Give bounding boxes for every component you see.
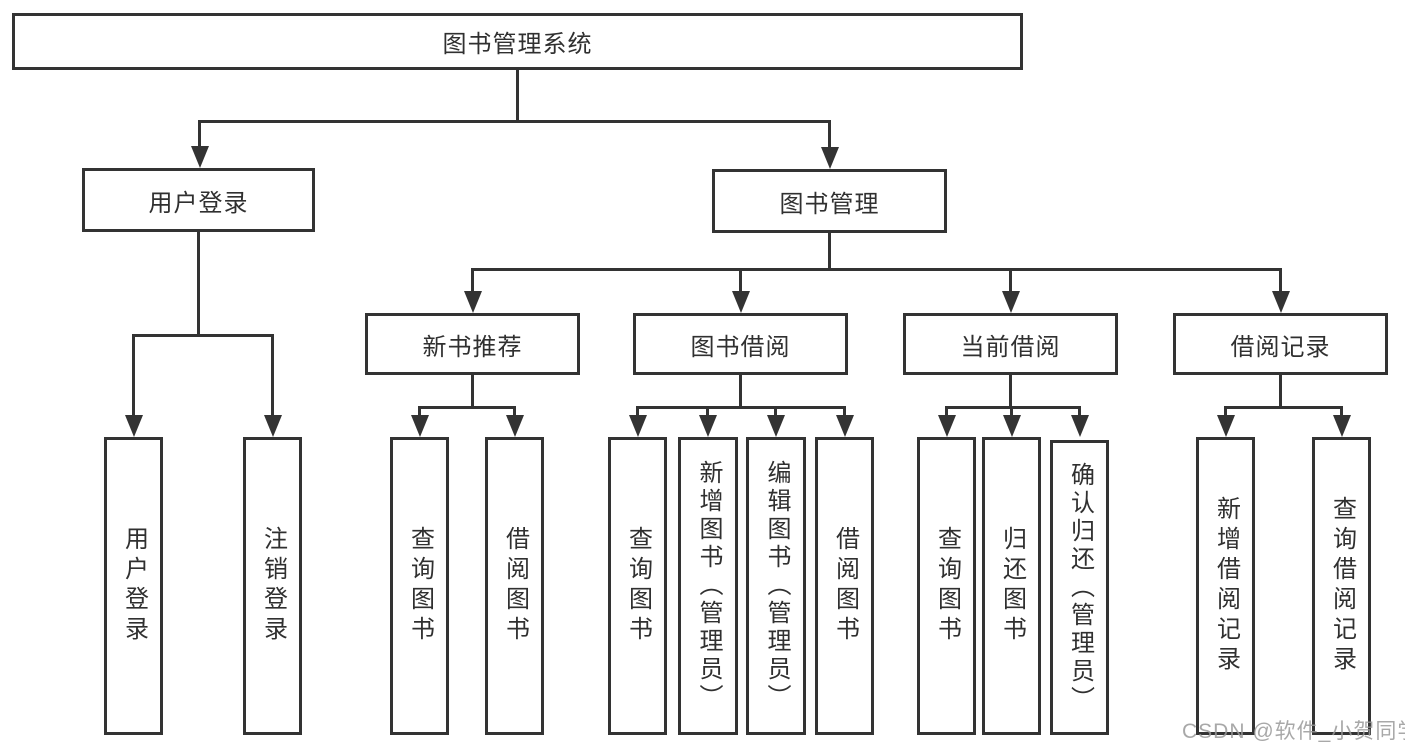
- arrow-down-icon: [629, 415, 647, 437]
- node-book-management: 图书管理: [712, 169, 947, 233]
- connector-line: [132, 334, 274, 337]
- node-label: 用户登录: [120, 526, 148, 646]
- node-library-system: 图书管理系统: [12, 13, 1023, 70]
- node-leaf-borrow-edit-book-admin: 编辑图书（管理员）: [746, 437, 806, 735]
- arrow-down-icon: [125, 415, 143, 437]
- arrow-down-icon: [1071, 415, 1089, 437]
- connector-line: [945, 406, 948, 417]
- arrow-down-icon: [464, 291, 482, 313]
- connector-line: [198, 120, 201, 148]
- connector-line: [1009, 375, 1012, 409]
- node-label: 借阅图书: [501, 526, 529, 646]
- node-label: 借阅图书: [831, 526, 859, 646]
- node-label: 编辑图书（管理员）: [763, 460, 790, 712]
- connector-line: [513, 406, 516, 417]
- node-label: 查询图书: [406, 526, 434, 646]
- connector-line: [828, 233, 831, 271]
- arrow-down-icon: [836, 415, 854, 437]
- node-leaf-current-query-books: 查询图书: [917, 437, 976, 735]
- node-leaf-borrow-query-books: 查询图书: [608, 437, 667, 735]
- connector-line: [471, 268, 474, 293]
- connector-line: [1078, 406, 1081, 417]
- connector-line: [774, 406, 777, 417]
- node-leaf-logout: 注销登录: [243, 437, 302, 735]
- connector-line: [516, 70, 519, 123]
- arrow-down-icon: [1333, 415, 1351, 437]
- connector-line: [1010, 406, 1013, 417]
- arrow-down-icon: [732, 291, 750, 313]
- arrow-down-icon: [264, 415, 282, 437]
- node-label: 图书借阅: [690, 333, 791, 361]
- node-leaf-newrec-query-books: 查询图书: [390, 437, 449, 735]
- arrow-down-icon: [411, 415, 429, 437]
- connector-line: [1279, 375, 1282, 409]
- connector-line: [706, 406, 709, 417]
- arrow-down-icon: [506, 415, 524, 437]
- node-label: 图书管理系统: [442, 31, 593, 58]
- connector-line: [739, 268, 742, 293]
- arrow-down-icon: [699, 415, 717, 437]
- node-borrow-records: 借阅记录: [1173, 313, 1388, 375]
- connector-line: [418, 406, 516, 409]
- node-leaf-user-login: 用户登录: [104, 437, 163, 735]
- node-label: 查询借阅记录: [1328, 496, 1356, 676]
- arrow-down-icon: [1272, 291, 1290, 313]
- connector-line: [271, 334, 274, 417]
- node-current-borrow: 当前借阅: [903, 313, 1118, 375]
- node-label: 新增图书（管理员）: [695, 460, 722, 712]
- connector-line: [471, 375, 474, 409]
- connector-line: [197, 232, 200, 337]
- node-user-login: 用户登录: [82, 168, 315, 232]
- arrow-down-icon: [821, 147, 839, 169]
- arrow-down-icon: [1002, 291, 1020, 313]
- node-label: 用户登录: [148, 189, 249, 217]
- connector-line: [1279, 268, 1282, 293]
- node-leaf-current-return-books: 归还图书: [982, 437, 1041, 735]
- connector-line: [945, 406, 1081, 409]
- node-label: 借阅记录: [1230, 333, 1331, 361]
- node-label: 查询图书: [933, 526, 961, 646]
- node-leaf-current-confirm-return-admin: 确认归还（管理员）: [1050, 440, 1109, 735]
- node-leaf-borrow-add-book-admin: 新增图书（管理员）: [678, 437, 738, 735]
- arrow-down-icon: [1003, 415, 1021, 437]
- connector-line: [132, 334, 135, 417]
- connector-line: [1340, 406, 1343, 417]
- arrow-down-icon: [767, 415, 785, 437]
- connector-line: [636, 406, 846, 409]
- connector-line: [636, 406, 639, 417]
- node-book-borrow: 图书借阅: [633, 313, 848, 375]
- node-leaf-records-query-record: 查询借阅记录: [1312, 437, 1371, 735]
- node-label: 查询图书: [624, 526, 652, 646]
- connector-line: [1009, 268, 1012, 293]
- connector-line: [198, 120, 831, 123]
- node-new-book-recommend: 新书推荐: [365, 313, 580, 375]
- csdn-watermark: CSDN @软件_小贺同学: [1182, 720, 1405, 743]
- node-leaf-newrec-borrow-books: 借阅图书: [485, 437, 544, 735]
- connector-line: [1224, 406, 1227, 417]
- node-label: 图书管理: [779, 190, 880, 218]
- connector-line: [1224, 406, 1343, 409]
- node-label: 归还图书: [998, 526, 1026, 646]
- node-leaf-borrow-borrow-books: 借阅图书: [815, 437, 874, 735]
- connector-line: [739, 375, 742, 409]
- connector-line: [843, 406, 846, 417]
- node-label: 新书推荐: [422, 333, 523, 361]
- arrow-down-icon: [1217, 415, 1235, 437]
- connector-line: [471, 268, 1282, 271]
- arrow-down-icon: [191, 146, 209, 168]
- arrow-down-icon: [938, 415, 956, 437]
- node-label: 新增借阅记录: [1212, 496, 1240, 676]
- node-label: 当前借阅: [960, 333, 1061, 361]
- node-label: 确认归还（管理员）: [1066, 461, 1094, 714]
- node-leaf-records-add-record: 新增借阅记录: [1196, 437, 1255, 735]
- connector-line: [828, 120, 831, 149]
- node-label: 注销登录: [259, 526, 287, 646]
- connector-line: [418, 406, 421, 417]
